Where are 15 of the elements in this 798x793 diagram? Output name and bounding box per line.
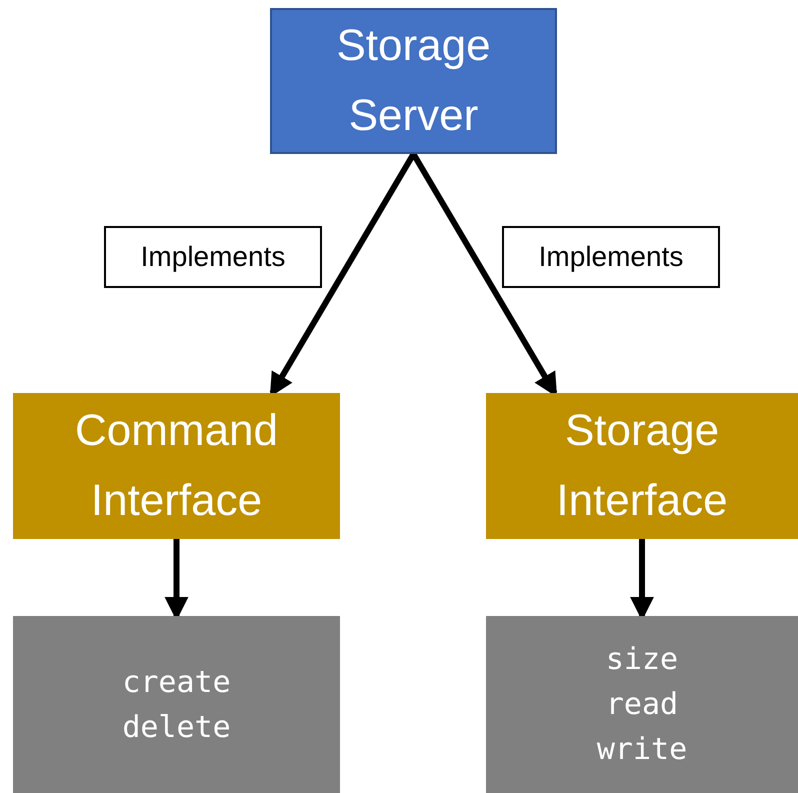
interface-box [486,393,798,539]
edge-label: Implements [104,226,322,288]
method-name: write [596,731,688,769]
node-title: Storage Server [335,20,492,142]
method-name: create [122,664,231,702]
server-box [270,8,557,154]
method-name: delete [122,708,231,746]
method-list-box [13,616,340,793]
edge-label: Implements [502,226,720,288]
node-title: Command Interface [74,404,279,527]
node-title: Storage Interface [555,404,729,527]
method-name: read [606,686,678,724]
method-list-box [486,616,798,793]
interface-box [13,393,340,539]
method-name: size [606,641,678,679]
